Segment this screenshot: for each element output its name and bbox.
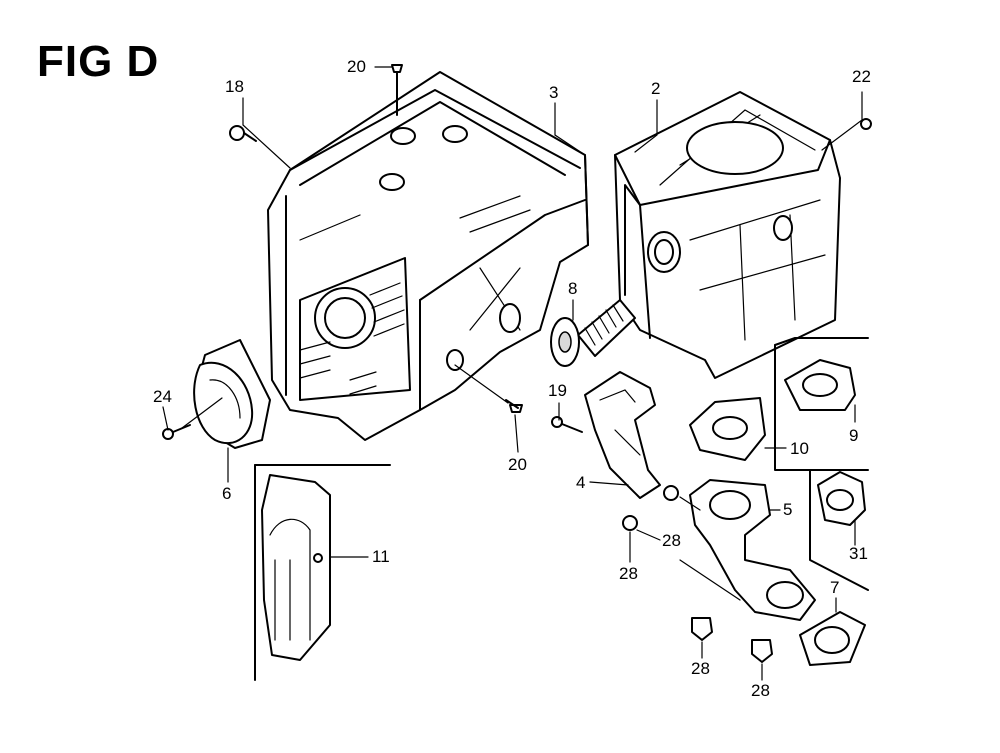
nut-28-a — [663, 485, 679, 501]
part-6-exhaust-deflector — [193, 339, 271, 449]
part-7-gasket — [799, 611, 866, 666]
callout-11: 11 — [372, 547, 390, 566]
part-2-muffler — [614, 91, 841, 379]
leader-lines — [162, 66, 863, 681]
callout-5: 5 — [783, 500, 793, 519]
callout-31: 31 — [849, 544, 868, 563]
callout-22: 22 — [852, 67, 871, 86]
callout-28-b: 28 — [619, 564, 638, 583]
callout-24: 24 — [153, 387, 172, 406]
part-4-bracket — [584, 371, 661, 499]
nut-28-d — [751, 639, 773, 663]
callout-20-top: 20 — [347, 57, 366, 76]
callout-28-c: 28 — [691, 659, 710, 678]
nut-28-c — [691, 617, 713, 641]
part-5-exhaust-pipe — [689, 479, 816, 621]
callout-6: 6 — [222, 484, 232, 503]
part-11-cover — [254, 464, 391, 681]
part-10-gasket — [689, 397, 766, 461]
nut-28-b — [622, 515, 638, 531]
callout-9: 9 — [849, 426, 859, 445]
bolt-18 — [229, 125, 245, 141]
callout-18: 18 — [225, 77, 244, 96]
callout-4: 4 — [576, 473, 586, 492]
callout-28-d: 28 — [751, 681, 770, 700]
part-8-spark-arrester — [550, 299, 636, 367]
part-3-muffler-protector — [267, 71, 589, 441]
callout-3: 3 — [549, 83, 559, 102]
figure-title: FIG D — [37, 37, 160, 86]
screw-20-bottom — [509, 404, 523, 413]
callout-19: 19 — [548, 381, 567, 400]
callout-10: 10 — [790, 439, 809, 458]
callout-2: 2 — [651, 79, 661, 98]
screw-20-top — [391, 64, 403, 73]
callout-28-a: 28 — [662, 531, 681, 550]
fasteners — [162, 64, 872, 663]
callout-20-bottom: 20 — [508, 455, 527, 474]
part-9-gasket — [774, 337, 869, 471]
screw-19 — [551, 416, 563, 428]
callout-7: 7 — [830, 578, 840, 597]
callout-8: 8 — [568, 279, 578, 298]
part-31-gasket — [809, 469, 869, 591]
screw-22 — [860, 118, 872, 130]
